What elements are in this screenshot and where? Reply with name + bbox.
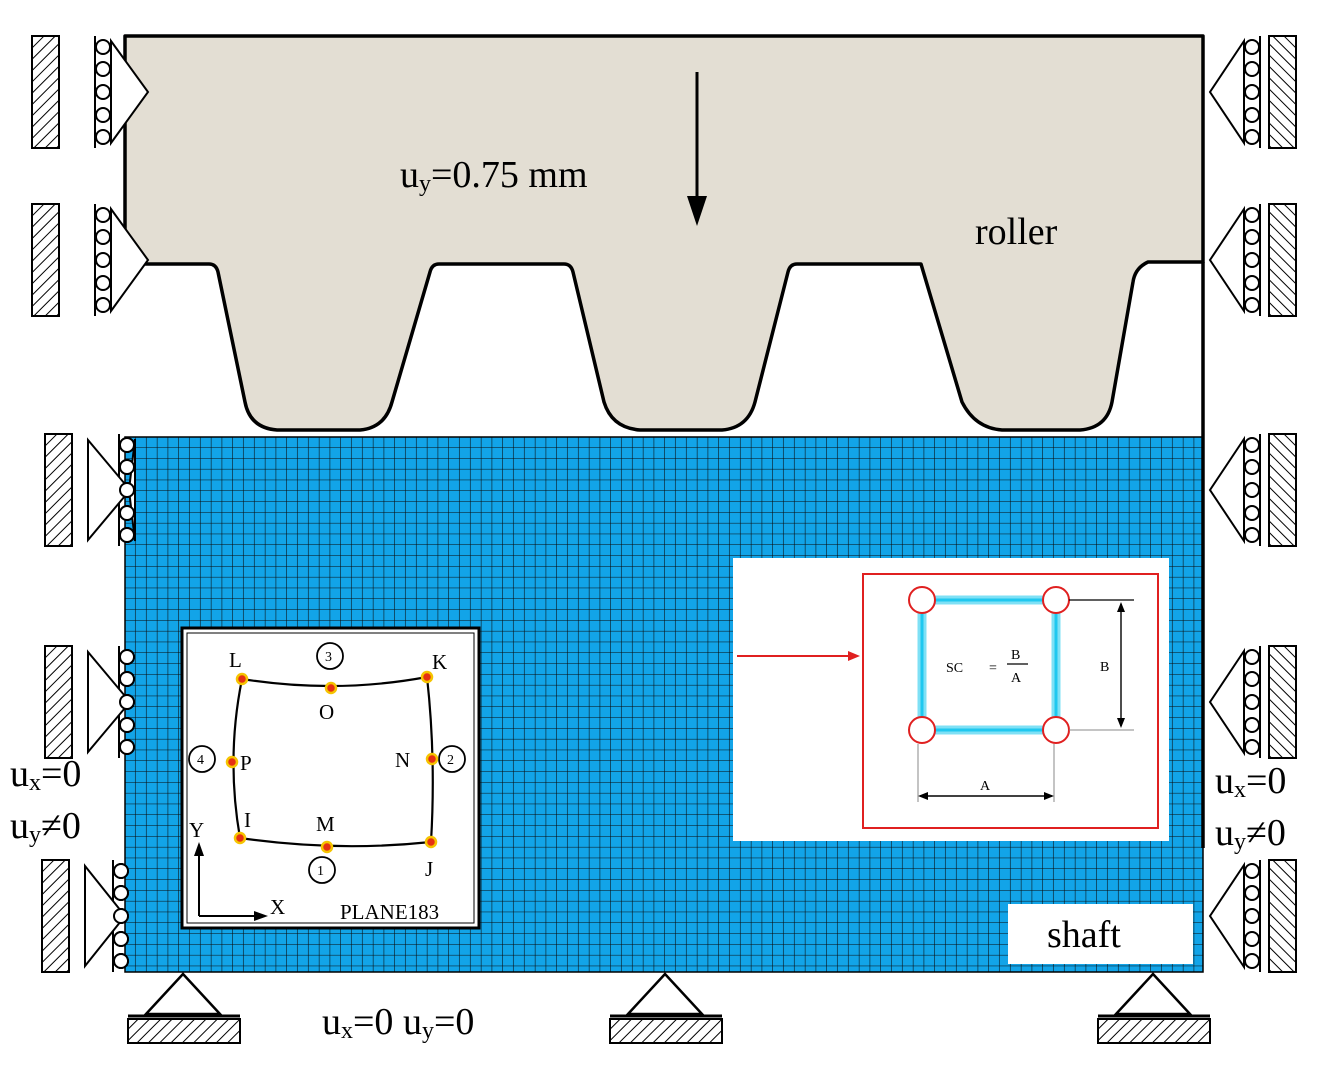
shaft-support-right-3 <box>1208 859 1297 973</box>
fixed-support-bottom-middle <box>609 972 723 1044</box>
bc-right-uy: uy≠0 <box>1215 812 1286 855</box>
shaft-support-right-1 <box>1208 433 1297 547</box>
fixed-support-bottom-right <box>1097 972 1211 1044</box>
fixed-support-bottom-left <box>127 972 241 1044</box>
face-4-marker <box>188 745 216 773</box>
node-m <box>320 840 334 854</box>
formula-equals: = <box>989 661 997 676</box>
node-o <box>324 681 338 695</box>
node-i <box>233 831 247 845</box>
shaft-support-left-1-triangle <box>87 437 132 543</box>
node-label-j: J <box>425 857 433 881</box>
node-label-n: N <box>395 748 410 772</box>
face-2-marker <box>438 745 466 773</box>
node-label-l: L <box>229 648 242 672</box>
element-inset: 3 2 4 1 L K O P N I M J Y X PLANE183 <box>180 626 481 930</box>
dim-a-label: A <box>980 779 991 794</box>
formula-numerator: B <box>1011 648 1020 663</box>
roller-support-left-top <box>31 35 150 149</box>
roller-support-left-bottom <box>31 203 150 317</box>
roller-support-right-top <box>1208 35 1297 149</box>
element-type-label: PLANE183 <box>340 900 439 924</box>
load-arrow <box>687 72 707 226</box>
node-l <box>235 672 249 686</box>
shaft-support-right-2 <box>1208 645 1297 759</box>
shaft-support-left-2-triangle <box>87 649 132 755</box>
face-2-label: 2 <box>447 753 454 768</box>
face-1-marker <box>308 856 336 884</box>
bc-right-ux: ux=0 <box>1215 760 1286 803</box>
node-label-p: P <box>240 751 252 775</box>
node-label-k: K <box>432 650 447 674</box>
face-1-label: 1 <box>317 864 324 879</box>
node-n <box>425 752 439 766</box>
roller-body <box>123 34 1205 848</box>
face-3-marker <box>316 642 344 670</box>
roller-support-right-bottom <box>1208 203 1297 317</box>
shaft-support-left-3-triangle <box>84 863 127 969</box>
bc-bottom-label: ux=0 uy=0 <box>322 1001 474 1044</box>
node-label-m: M <box>316 812 335 836</box>
shaft-label-box <box>1008 904 1193 964</box>
cell-node-bl <box>908 716 936 744</box>
formula-lhs: SC <box>946 661 963 676</box>
cell-node-br <box>1042 716 1070 744</box>
bc-left-ux: ux=0 <box>10 753 81 796</box>
node-p <box>225 755 239 769</box>
bc-left-uy: uy≠0 <box>10 805 81 848</box>
node-j <box>424 835 438 849</box>
cell-node-tr <box>1042 586 1070 614</box>
node-label-i: I <box>244 808 251 832</box>
cell-node-tl <box>908 586 936 614</box>
roller-label: roller <box>975 211 1058 253</box>
dim-b-label: B <box>1100 660 1109 675</box>
formula-denominator: A <box>1011 671 1022 686</box>
roller-load-label: uy=0.75 mm <box>400 154 588 197</box>
y-axis-label: Y <box>189 818 204 842</box>
node-k <box>420 670 434 684</box>
x-axis-label: X <box>270 895 285 919</box>
node-label-o: O <box>319 700 334 724</box>
face-3-label: 3 <box>325 650 332 665</box>
shaft-label: shaft <box>1047 914 1121 956</box>
face-4-label: 4 <box>197 753 204 768</box>
skewness-frame <box>862 573 1159 829</box>
skewness-inset: SC = B A B A <box>733 558 1169 841</box>
